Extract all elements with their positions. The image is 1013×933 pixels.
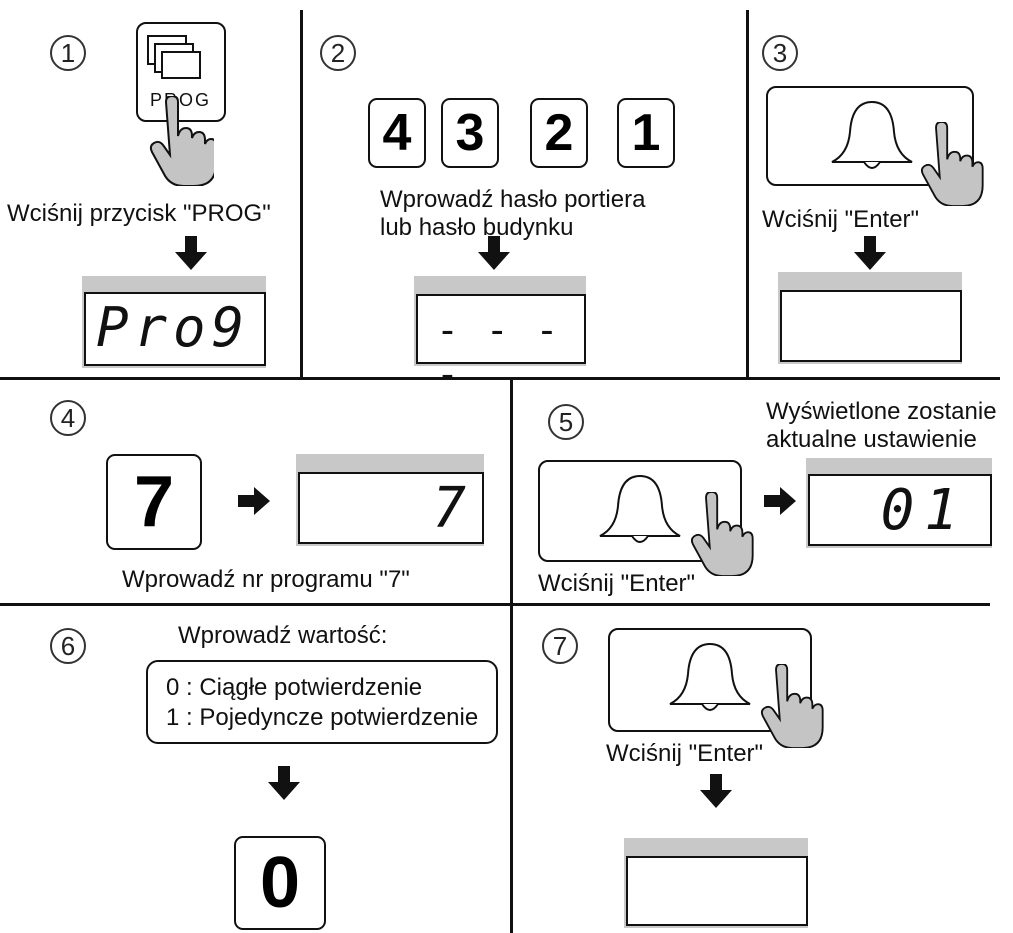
bell-icon	[831, 100, 913, 169]
bell-icon	[669, 642, 751, 711]
key-0[interactable]: 0	[234, 836, 326, 930]
display-screen: 7	[298, 472, 484, 544]
arrow-down-icon	[268, 766, 300, 800]
step-2-caption-line1: Wprowadź hasło portiera	[380, 186, 646, 213]
step-2-caption-line2: lub hasło budynku	[380, 214, 574, 241]
step-number: 2	[320, 35, 356, 71]
option-1: 1 : Pojedyncze potwierdzenie	[166, 704, 479, 731]
display-screen: - - - -	[416, 294, 586, 396]
enter-button[interactable]	[608, 628, 812, 732]
display-value: 7	[432, 476, 466, 541]
display-value: 01	[880, 478, 968, 543]
arrow-right-icon	[764, 487, 796, 515]
value-options-box: 0 : Ciągłe potwierdzenie 1 : Pojedyncze …	[146, 660, 498, 744]
step-4-caption: Wprowadź nr programu "7"	[122, 566, 410, 593]
pointing-hand-icon	[760, 664, 824, 748]
pointing-hand-icon	[920, 122, 984, 206]
display-screen: Pro9	[84, 292, 266, 366]
step-1-caption: Wciśnij przycisk "PROG"	[7, 200, 271, 227]
key-4[interactable]: 4	[368, 98, 426, 168]
prog-button[interactable]: PROG	[136, 22, 226, 122]
step-number: 7	[542, 628, 578, 664]
step-number: 3	[762, 35, 798, 71]
step-7-caption: Wciśnij "Enter"	[606, 740, 764, 767]
step-number: 4	[50, 400, 86, 436]
arrow-down-icon	[478, 236, 510, 270]
pointing-hand-icon	[690, 492, 754, 576]
step-number: 1	[50, 35, 86, 71]
program-cards-icon	[147, 35, 201, 79]
key-7[interactable]: 7	[106, 454, 202, 550]
arrow-right-icon	[238, 487, 270, 515]
divider-h-1	[0, 377, 1000, 380]
display-screen: 01	[808, 474, 992, 546]
divider-v-2	[746, 10, 749, 378]
divider-h-2	[0, 603, 990, 606]
key-3[interactable]: 3	[441, 98, 499, 168]
step-number: 5	[548, 404, 584, 440]
display-value: Pro9	[96, 296, 251, 359]
key-2[interactable]: 2	[530, 98, 588, 168]
arrow-down-icon	[854, 236, 886, 270]
option-0: 0 : Ciągłe potwierdzenie	[166, 674, 423, 701]
key-1[interactable]: 1	[617, 98, 675, 168]
arrow-down-icon	[175, 236, 207, 270]
prog-button-label: PROG	[150, 90, 212, 110]
step-5-caption: Wciśnij "Enter"	[538, 570, 696, 597]
display-value: - - - -	[436, 308, 561, 396]
divider-v-3	[510, 379, 513, 933]
step-3-caption: Wciśnij "Enter"	[762, 206, 920, 233]
bell-icon	[599, 474, 681, 543]
step-5-top-caption-line1: Wyświetlone zostanie	[766, 398, 997, 425]
pointing-hand-icon	[149, 96, 214, 186]
step-number: 6	[50, 628, 86, 664]
divider-v-1	[300, 10, 303, 378]
step-6-title: Wprowadź wartość:	[178, 622, 388, 649]
display-screen	[780, 290, 962, 362]
display-screen	[626, 856, 808, 926]
arrow-down-icon	[700, 774, 732, 808]
step-5-top-caption-line2: aktualne ustawienie	[766, 426, 977, 453]
